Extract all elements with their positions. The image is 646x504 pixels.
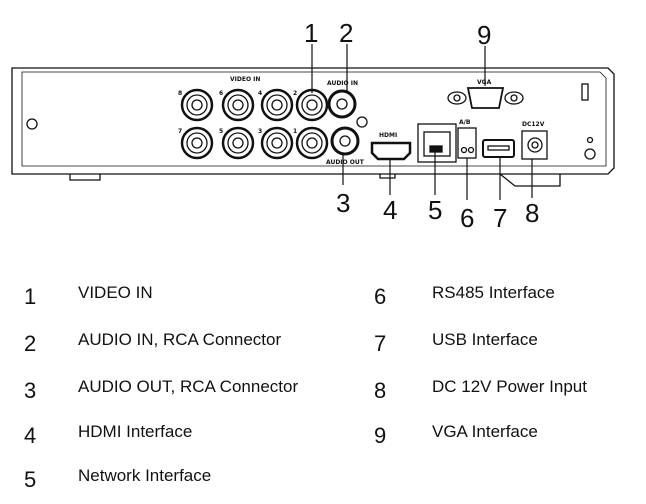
callout-5: 5 (428, 195, 442, 225)
bnc-connector (186, 94, 208, 116)
bnc-connector (232, 99, 244, 111)
legend-number: 5 (24, 467, 37, 492)
screw-left-icon (26, 118, 38, 130)
bnc-connector (260, 126, 294, 160)
bnc-connector (221, 126, 255, 160)
bnc-connector (180, 126, 214, 160)
callout-lines (311, 44, 533, 200)
audio-out-pin (339, 135, 351, 147)
dvr-rear-panel-diagram: VIDEO IN 8 6 4 2 7 5 3 1 AUDIO IN AUDIO OUT HDM… (11, 18, 615, 233)
bnc-connector (232, 137, 244, 149)
hdmi-label: HDMI (379, 132, 397, 139)
bnc-connector (266, 94, 288, 116)
callout-7: 7 (493, 203, 507, 233)
ground-screw-icon (356, 116, 368, 128)
legend-label: VGA Interface (432, 422, 538, 441)
audio-in-connector (327, 89, 357, 119)
dc-jack (527, 137, 543, 153)
callout-9: 9 (477, 20, 491, 50)
legend-label: AUDIO OUT, RCA Connector (78, 377, 299, 396)
callout-6: 6 (460, 203, 474, 233)
network-port-pins (429, 145, 443, 153)
bnc-connector (295, 126, 329, 160)
video-in-label: VIDEO IN (230, 76, 260, 83)
bnc-connector (271, 137, 283, 149)
legend-number: 9 (374, 423, 387, 448)
legend-number: 6 (374, 284, 387, 309)
bnc-connector (266, 132, 288, 154)
bnc-connector (191, 137, 203, 149)
legend-number: 3 (24, 378, 37, 403)
legend-number: 1 (24, 284, 37, 309)
vga-label: VGA (477, 79, 492, 86)
callout-3: 3 (336, 188, 350, 218)
audio-out-connector (330, 126, 360, 156)
network-port-inner (423, 131, 451, 157)
callout-2: 2 (339, 18, 353, 48)
bnc-connector (227, 94, 249, 116)
legend-number: 2 (24, 331, 37, 356)
vga-screw (447, 91, 467, 105)
channel-number: 8 (178, 90, 182, 97)
bnc-connector (271, 99, 283, 111)
channel-number: 5 (219, 128, 223, 135)
legend-number: 8 (374, 378, 387, 403)
channel-number: 4 (258, 90, 262, 97)
callout-4: 4 (383, 195, 397, 225)
usb-port-tongue (487, 145, 510, 151)
dc-power-port (521, 130, 548, 160)
channel-number: 1 (293, 128, 297, 135)
legend-label: USB Interface (432, 330, 538, 349)
bnc-connector (221, 88, 255, 122)
bnc-connector (301, 132, 323, 154)
vga-screw (504, 91, 524, 105)
bnc-connector (227, 132, 249, 154)
vent-icon (581, 83, 589, 101)
legend-label: DC 12V Power Input (432, 377, 587, 396)
audio-in-label: AUDIO IN (327, 80, 358, 87)
legend-label: HDMI Interface (78, 422, 193, 441)
vga-port (466, 87, 505, 109)
legend-label: RS485 Interface (432, 283, 555, 302)
channel-number: 7 (178, 128, 182, 135)
channel-number: 3 (258, 128, 262, 135)
legend-label: Network Interface (78, 466, 212, 485)
bnc-connector (306, 99, 318, 111)
bnc-connector (186, 132, 208, 154)
dc-jack-pin (531, 141, 539, 149)
network-port (417, 123, 457, 163)
bnc-connector (180, 88, 214, 122)
channel-number: 6 (219, 90, 223, 97)
rs485-label: A/B (459, 119, 471, 126)
chassis-inner (21, 71, 607, 167)
rs485-pin (460, 146, 468, 154)
bnc-connector (306, 137, 318, 149)
legend-number: 4 (24, 423, 37, 448)
audio-in-pin (336, 98, 348, 110)
bnc-connector (260, 88, 294, 122)
chassis-feet (69, 173, 561, 187)
callout-8: 8 (525, 198, 539, 228)
callout-1: 1 (304, 18, 318, 48)
dc-label: DC12V (522, 121, 545, 128)
audio-out-label: AUDIO OUT (326, 159, 365, 166)
rs485-pin (467, 146, 475, 154)
screw-right-icon (584, 148, 596, 160)
bnc-connector (191, 99, 203, 111)
legend-label: AUDIO IN, RCA Connector (78, 330, 282, 349)
hdmi-port (370, 141, 412, 161)
rs485-port (457, 127, 477, 159)
legend-number: 7 (374, 331, 387, 356)
chassis-outline (11, 67, 615, 175)
usb-port (482, 139, 515, 158)
channel-number: 2 (293, 90, 297, 97)
bnc-connector (301, 94, 323, 116)
legend-label: VIDEO IN (78, 283, 153, 302)
ground-icon (586, 136, 594, 144)
